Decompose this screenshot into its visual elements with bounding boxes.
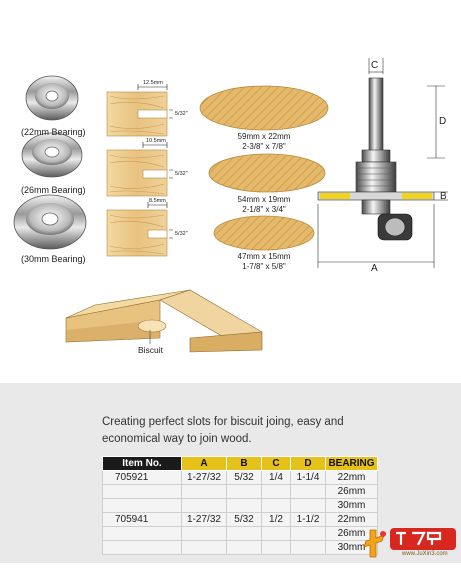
table-row: 30mm [102,498,378,513]
biscuit-size-small-metric: 47mm x 15mm [237,252,291,261]
table-cell [290,484,326,499]
table-cell [290,540,326,555]
table-cell [261,526,291,541]
table-cell: 1-1/4 [290,470,326,485]
table-cell [181,484,227,499]
spec-table: Item No. A B C D BEARING 705921 1-27/32 … [102,456,378,555]
table-cell [102,498,182,513]
header-d: D [290,456,326,471]
table-cell: 705941 [102,512,182,527]
table-cell [226,484,262,499]
bearing-label-22: (22mm Bearing) [21,127,86,137]
header-item-no: Item No. [102,456,182,471]
dim-d-label: D [439,116,447,127]
slot-depth-2: 10.5mm [146,138,166,144]
table-cell [226,526,262,541]
table-row: 26mm [102,484,378,499]
wood-slot-profile-2 [106,142,173,197]
site-watermark: www.JuXin3.com [362,524,461,563]
header-bearing: BEARING [325,456,378,471]
biscuit-size-large-imperial: 2-3/8" x 7/8" [242,142,286,151]
table-cell: 705921 [102,470,182,485]
dim-b-label: B [440,191,447,202]
wood-slot-profile-3 [106,202,173,257]
table-row: 705921 1-27/32 5/32 1/4 1-1/4 22mm [102,470,378,485]
wood-slot-profile-1 [106,84,173,137]
table-cell: 5/32 [226,512,262,527]
bearing-22mm [25,75,79,121]
spec-table-header: Item No. A B C D BEARING [102,456,378,471]
product-description: Creating perfect slots for biscuit joing… [102,416,344,445]
biscuit-joint-drawing [65,289,263,353]
bearing-30mm [13,194,87,250]
slot-width-3: 5/32" [175,231,188,237]
biscuit-size-large-metric: 59mm x 22mm [237,132,291,141]
table-cell: 22mm [325,470,378,485]
header-a: A [181,456,227,471]
table-row: 26mm [102,526,378,541]
table-cell: 1-27/32 [181,470,227,485]
biscuit-small [213,215,315,251]
table-cell [261,498,291,513]
table-row: 705941 1-27/32 5/32 1/2 1-1/2 22mm [102,512,378,527]
bearing-label-30: (30mm Bearing) [21,254,86,264]
dim-a-label: A [371,263,378,274]
table-cell [261,540,291,555]
biscuit-size-medium-metric: 54mm x 19mm [237,195,291,204]
table-cell [226,498,262,513]
watermark-site: www.JuXin3.com [402,551,448,557]
table-cell [226,540,262,555]
table-cell: 1-27/32 [181,512,227,527]
biscuit-label: Biscuit [138,345,164,355]
watermark-logo-icon [363,528,456,558]
product-illustration [13,58,448,353]
bearing-label-26: (26mm Bearing) [21,185,86,195]
router-bit-drawing [317,58,448,268]
slot-width-2: 5/32" [175,171,188,177]
table-cell: 26mm [325,526,378,541]
header-c: C [261,456,291,471]
biscuit-large [199,85,329,131]
biscuit-size-medium-imperial: 2-1/8" x 3/4" [242,205,286,214]
table-cell: 26mm [325,484,378,499]
table-cell [261,484,291,499]
table-cell: 30mm [325,540,378,555]
table-cell: 1/2 [261,512,291,527]
table-cell: 22mm [325,512,378,527]
header-b: B [226,456,262,471]
table-cell [102,526,182,541]
biscuit-medium [208,153,326,193]
table-cell: 1/4 [261,470,291,485]
biscuit-size-small-imperial: 1-7/8" x 5/8" [242,262,286,271]
slot-depth-1: 12.5mm [143,80,163,86]
table-cell: 30mm [325,498,378,513]
table-cell [181,526,227,541]
slot-width-1: 5/32" [175,111,188,117]
table-cell [181,498,227,513]
dim-c-label: C [371,60,379,71]
table-cell [290,526,326,541]
bearing-26mm [21,132,83,178]
table-row: 30mm [102,540,378,555]
table-cell: 5/32 [226,470,262,485]
table-cell [290,498,326,513]
table-cell [102,540,182,555]
table-cell [181,540,227,555]
table-cell: 1-1/2 [290,512,326,527]
slot-depth-3: 8.5mm [149,198,166,204]
table-cell [102,484,182,499]
